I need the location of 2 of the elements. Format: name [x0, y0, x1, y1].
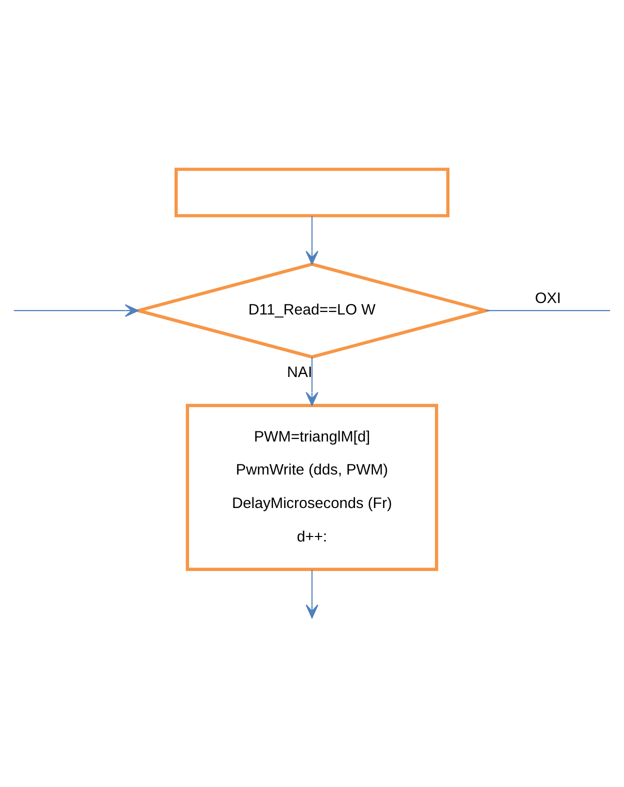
edge-label: OXI [534, 290, 561, 307]
edge-label: NAI [287, 364, 312, 381]
